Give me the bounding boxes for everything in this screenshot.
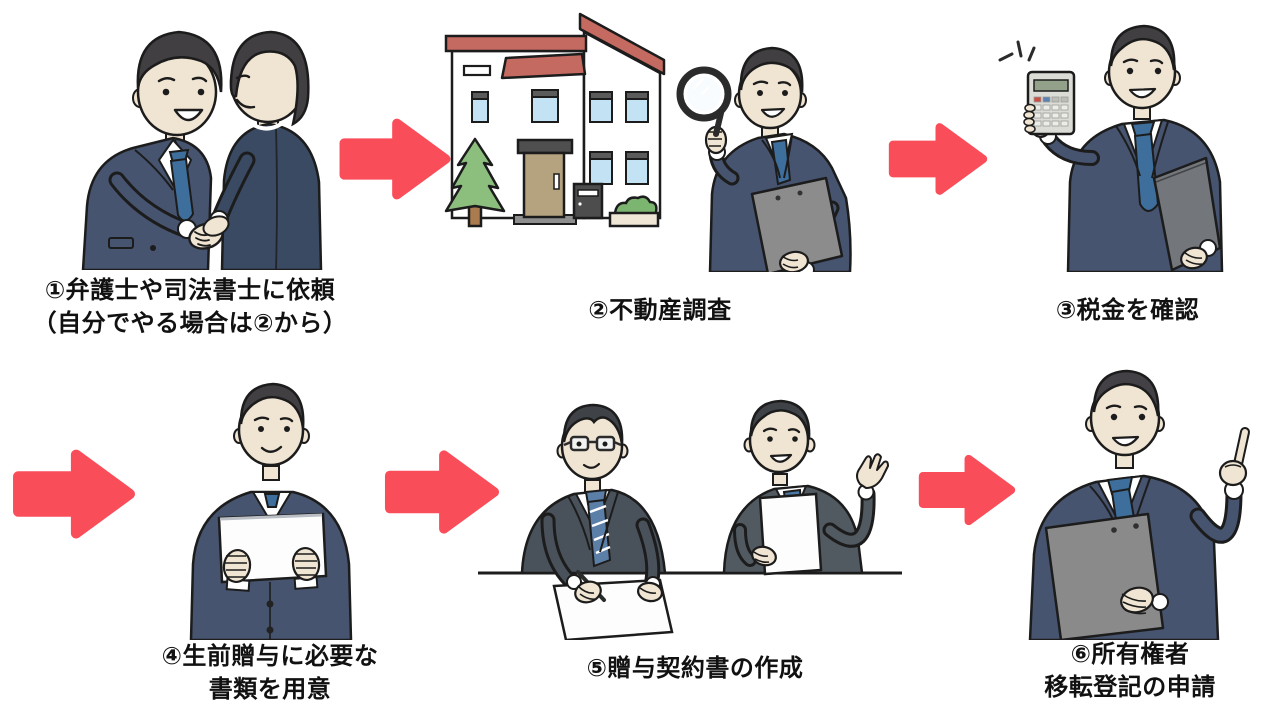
flow-arrow-icon xyxy=(888,116,988,202)
step-2-label: ②不動産調査 xyxy=(520,294,800,327)
step-5-label: ⑤贈与契約書の作成 xyxy=(555,652,835,685)
flow-arrow-icon xyxy=(384,440,500,544)
step-6-label-line1: ⑥所有権者 xyxy=(1070,641,1190,668)
step-2-label-line1: ②不動産調査 xyxy=(588,297,732,324)
step-1-label-line2: （自分でやる場合は②から） xyxy=(32,310,348,337)
step-3-label: ③税金を確認 xyxy=(1005,294,1250,327)
flow-arrow-icon xyxy=(338,112,452,206)
flow-arrow-icon xyxy=(918,438,1016,542)
step-6-label-line2: 移転登記の申請 xyxy=(1044,674,1216,701)
man-with-clipboard-pointing-up-illustration xyxy=(1002,356,1278,640)
step-6-label: ⑥所有権者 移転登記の申請 xyxy=(1000,638,1260,704)
surveyor-with-magnifying-glass-illustration xyxy=(666,28,852,272)
flow-arrow-icon xyxy=(12,442,136,546)
step-5-label-line1: ⑤贈与契約書の作成 xyxy=(586,655,804,682)
house-illustration xyxy=(432,12,682,240)
step-4-label: ④生前贈与に必要な 書類を用意 xyxy=(125,640,415,706)
step-1-label: ①弁護士や司法書士に依頼 （自分でやる場合は②から） xyxy=(15,274,365,340)
businessmen-handshake-illustration xyxy=(25,8,330,270)
step-1-label-line1: ①弁護士や司法書士に依頼 xyxy=(44,277,336,304)
step-4-label-line2: 書類を用意 xyxy=(208,676,332,703)
two-men-signing-contract-illustration xyxy=(478,390,902,640)
man-holding-calculator-illustration xyxy=(972,8,1234,272)
man-holding-document-illustration xyxy=(163,368,381,640)
step-3-label-line1: ③税金を確認 xyxy=(1055,297,1200,324)
step-4-label-line1: ④生前贈与に必要な xyxy=(161,643,379,670)
